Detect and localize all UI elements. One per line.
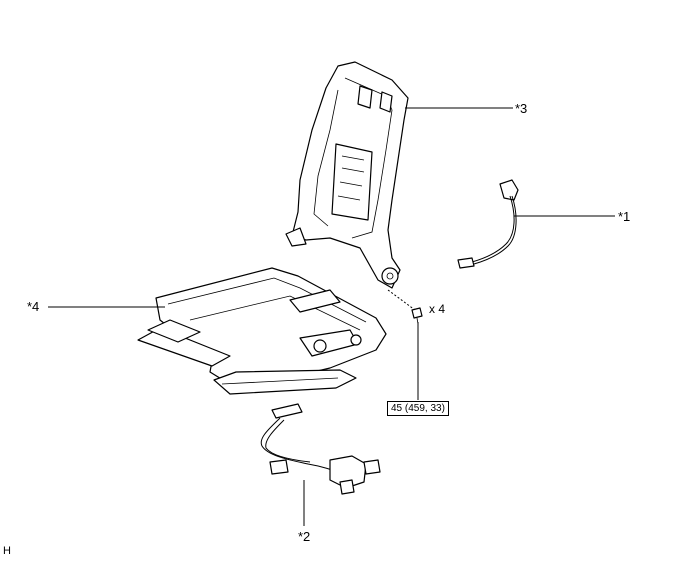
bolt xyxy=(387,289,423,325)
callout-2: *2 xyxy=(298,529,311,544)
seat-back-frame xyxy=(285,61,409,289)
callout-3: *3 xyxy=(515,101,528,116)
seat-cushion-frame xyxy=(137,267,387,395)
seat-cushion-wire-harness xyxy=(260,403,381,495)
callout-1: *1 xyxy=(618,209,631,224)
callout-4: *4 xyxy=(27,299,40,314)
corner-code: H xyxy=(3,545,11,557)
seat-back-wire-harness xyxy=(457,179,519,269)
bolt-quantity-label: x 4 xyxy=(429,302,446,316)
torque-spec-box: 45 (459, 33) xyxy=(387,401,449,416)
